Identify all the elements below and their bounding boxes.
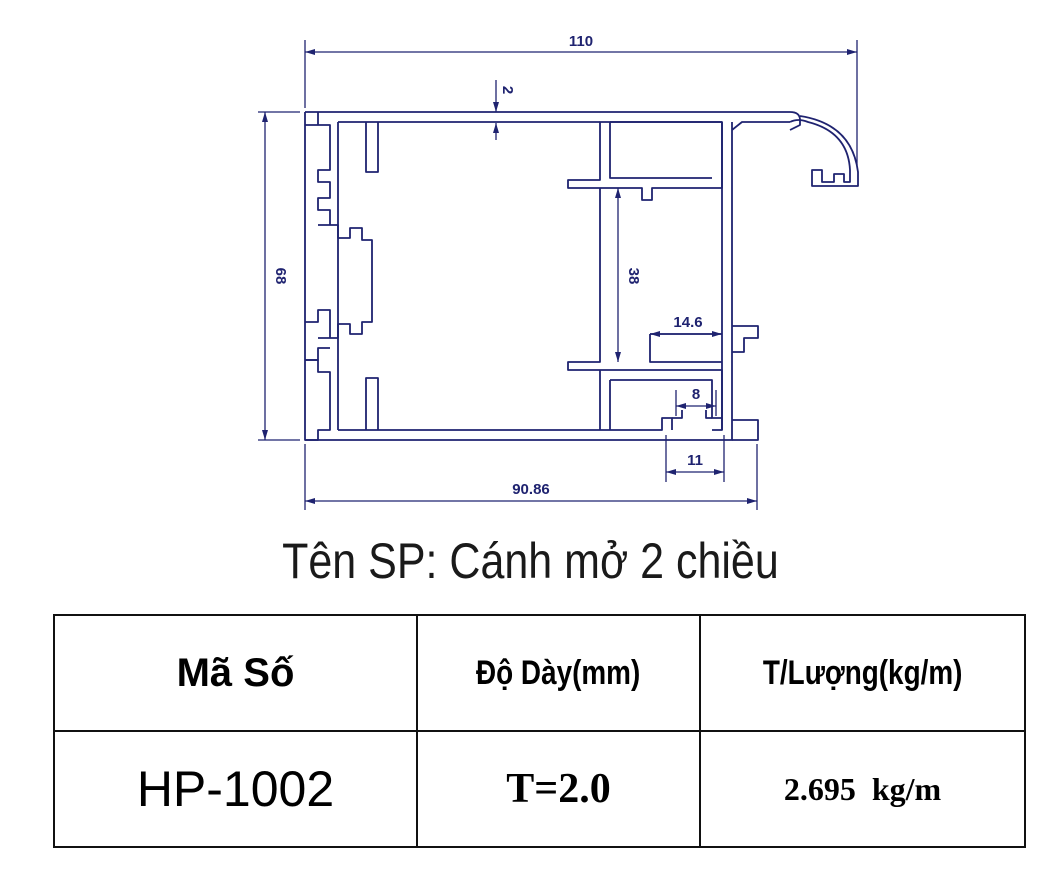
left-fin-bottom: [365, 377, 379, 430]
header-weight-label: T/Lượng(kg/m): [762, 653, 963, 692]
groove: [672, 410, 712, 419]
product-title: Tên SP: Cánh mở 2 chiều: [282, 533, 779, 589]
upper-right-inner: [609, 122, 712, 179]
hook: [789, 115, 859, 187]
mid-chamber-left: [567, 188, 601, 371]
dim-slot-width: 14.6: [673, 314, 702, 331]
dim-chamber-height: 38: [625, 268, 642, 285]
left-fin-top: [365, 122, 379, 173]
left-spine: [304, 112, 331, 441]
header-weight: T/Lượng(kg/m): [699, 614, 1026, 732]
cell-code: HP-1002: [53, 730, 418, 848]
spec-table: Mã Số Độ Dày(mm) T/Lượng(kg/m) HP-1002 T…: [53, 614, 1026, 848]
dim-groove-width: 8: [692, 386, 700, 403]
header-thickness-label: Độ Dày(mm): [476, 653, 641, 692]
header-code: Mã Số: [53, 614, 418, 732]
dimension-lines: [258, 40, 858, 510]
lower-right-chamber: [599, 369, 723, 431]
header-thickness: Độ Dày(mm): [416, 614, 701, 732]
left-clip-top: [305, 112, 331, 225]
dim-bottom-width: 90.86: [512, 481, 550, 498]
cell-weight: 2.695 kg/m: [699, 730, 1026, 848]
dim-wall-thickness: 2: [499, 86, 516, 94]
cell-thickness: T=2.0: [416, 730, 701, 848]
left-clip-low: [305, 309, 331, 361]
main-chamber: [337, 122, 673, 431]
mid-chamber-slot: [649, 333, 722, 363]
dimension-labels: 110 2 68 38 14.6 8 11 90.86: [272, 33, 703, 498]
dim-height: 68: [272, 268, 289, 285]
upper-right-chamber: [567, 121, 723, 201]
table-row: HP-1002 T=2.0 2.695 kg/m: [53, 730, 1026, 848]
dim-overall-width: 110: [569, 33, 593, 50]
dim-groove-outer: 11: [687, 452, 703, 469]
table-header-row: Mã Số Độ Dày(mm) T/Lượng(kg/m): [53, 614, 1026, 732]
profile-outline: [304, 111, 859, 441]
profile-drawing: 110 2 68 38 14.6 8 11 90.86: [258, 33, 859, 510]
top-wall: [305, 111, 801, 131]
left-clip-mid: [318, 224, 373, 339]
right-lug: [732, 325, 759, 441]
